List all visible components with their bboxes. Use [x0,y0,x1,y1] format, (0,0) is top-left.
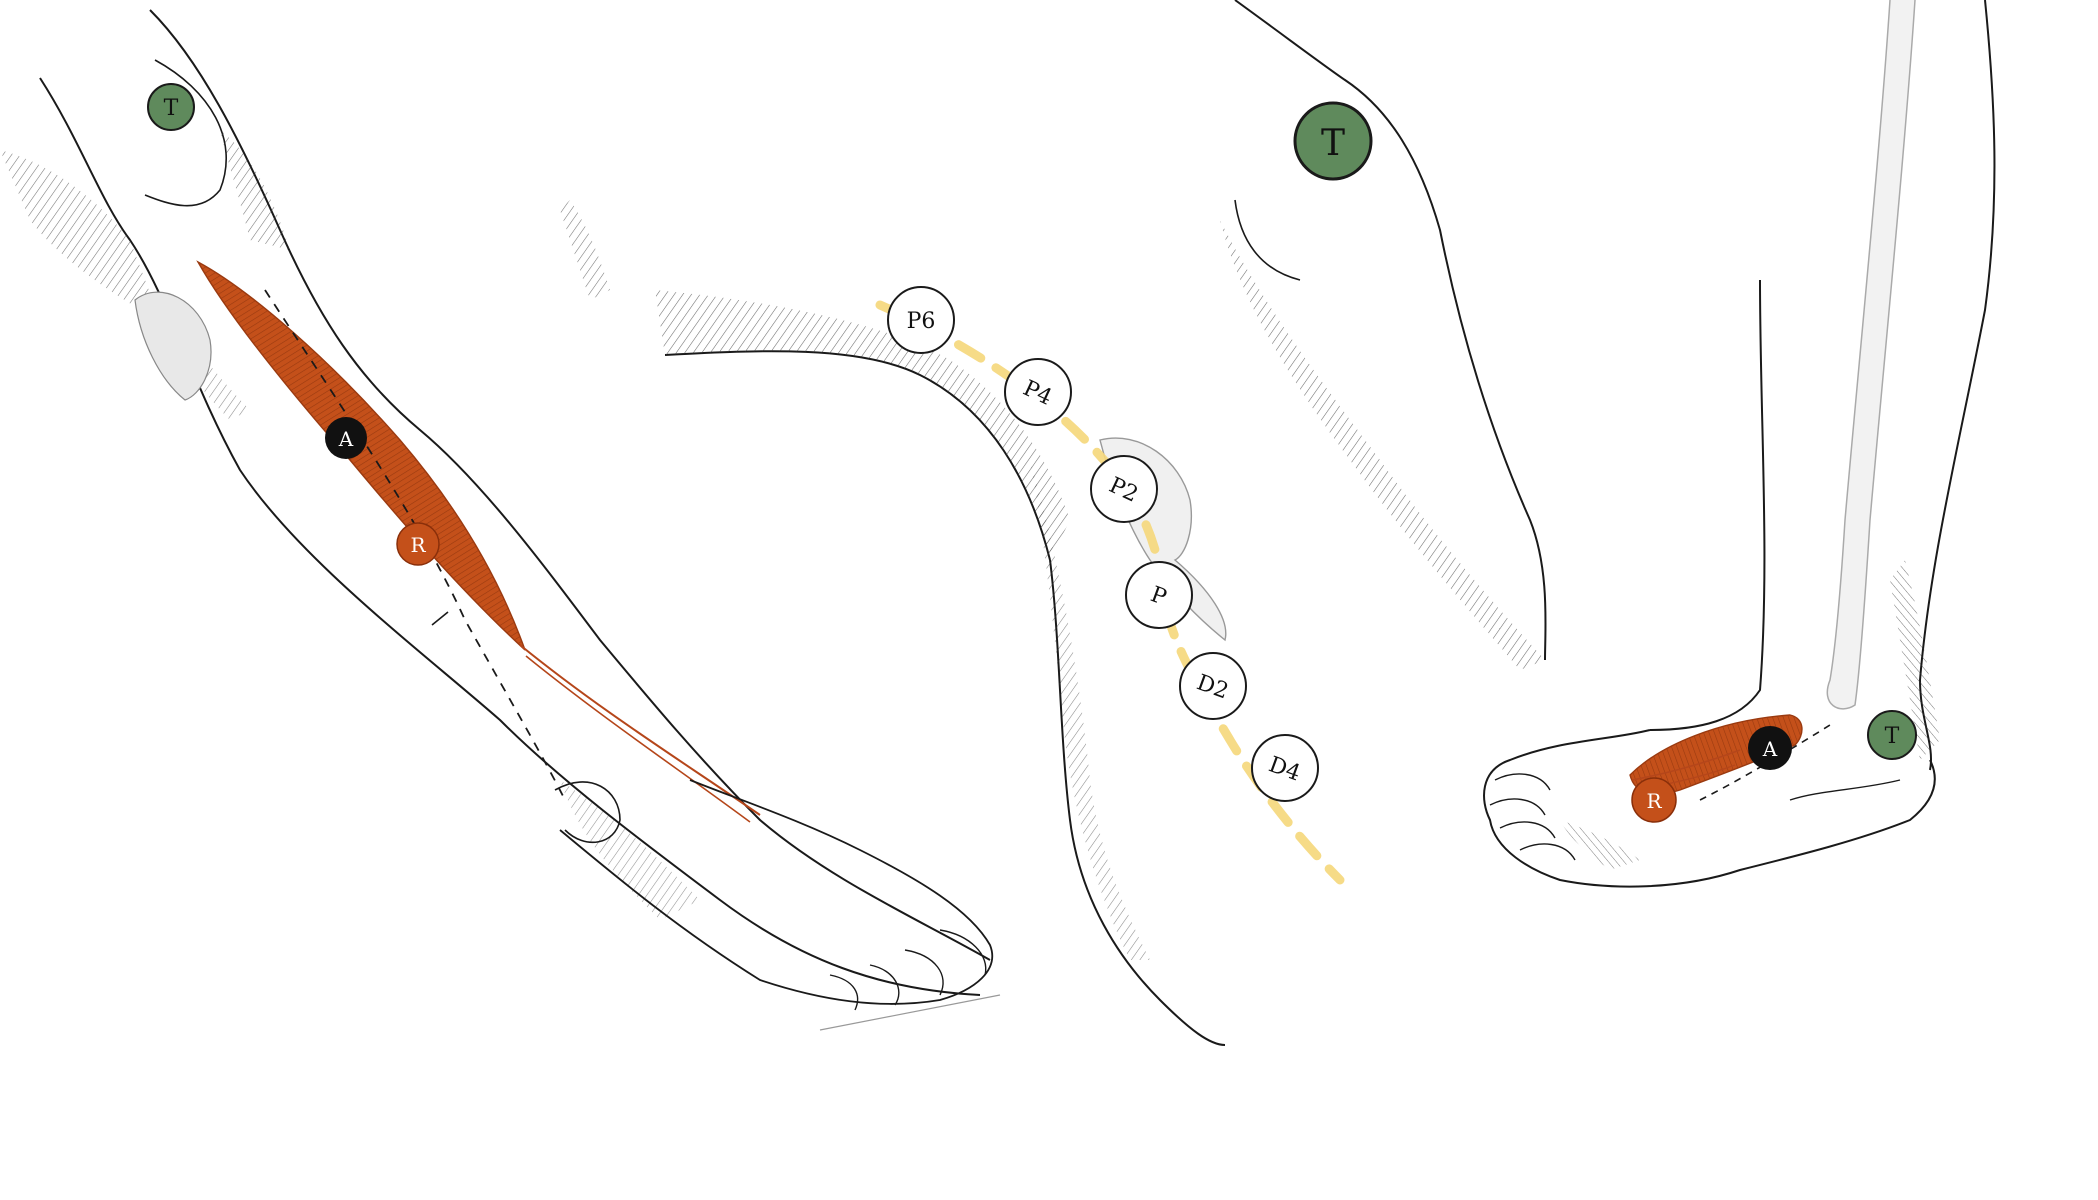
svg-text:T: T [1321,123,1345,164]
leg-front-knee-curve [144,59,228,207]
leg-front-outline-inner [149,9,991,961]
leg-front-muscle [196,260,526,651]
leg-front-outline-outer [39,77,981,996]
tibia-bone [1826,0,1916,710]
leg-front-figure: T A R [0,9,1001,1031]
foot-toe-1 [1494,773,1551,791]
leg-front-shade-4 [560,780,700,920]
leg-front-patella [134,291,212,401]
svg-text:T: T [1885,724,1900,749]
shin-shade [1890,560,1940,760]
thigh-marker-T: T [1293,101,1373,181]
leg-front-tick [431,611,449,626]
foot-shade [1560,820,1640,870]
foot-side-figure: T A R [1483,0,1996,888]
leg-front-tendon-2 [525,655,751,823]
leg-front-shade-1 [0,150,160,320]
svg-text:A: A [338,427,354,451]
meridian-point-P2: P2 [1090,455,1158,523]
leg-front-marker-T: T [147,83,195,131]
svg-text:T: T [164,96,179,121]
shin-outline-right [1918,0,1996,771]
foot-toe-3 [1499,821,1556,839]
leg-front-foot-outline [559,779,993,1005]
leg-front-shade-2 [220,130,290,250]
svg-text:R: R [410,533,426,557]
leg-front-toe-3 [869,964,900,1006]
foot-toe-2 [1489,798,1546,816]
foot-toe-4 [1519,843,1576,861]
leg-front-marker-R: R [396,522,440,566]
meridian-point-P6: P6 [887,286,955,354]
svg-text:A: A [1762,737,1778,761]
meridian-point-D2: D2 [1179,652,1247,720]
svg-text:P6: P6 [907,309,936,334]
shin-outline-left [1649,279,1766,731]
leg-front-dashed-line [264,289,566,801]
thigh-shade-lower [1030,460,1150,960]
foot-marker-A: A [1748,726,1792,770]
foot-muscle-tendon-1 [1631,749,1741,781]
svg-text:R: R [1646,789,1662,813]
thigh-right-inner [1234,199,1301,281]
leg-front-toe-1 [939,929,987,976]
leg-front-marker-A: A [325,417,367,459]
foot-heel [1789,779,1901,801]
thigh-knee-figure: T P6 P4 P2 P D2 D4 [560,0,1547,1046]
leg-front-tendon-1 [519,644,761,816]
leg-front-ankle [554,781,621,844]
foot-dashed-line [1699,724,1831,801]
thigh-shade-upper [655,290,1070,560]
leg-front-toe-2 [904,949,944,996]
meridian-point-D4: D4 [1251,734,1319,802]
meridian-point-P: P [1125,561,1193,629]
thigh-right-outline [1234,0,1547,661]
leg-front-toe-4 [829,974,859,1011]
thigh-hatch-top [560,200,610,300]
leg-front-ground [819,994,1001,1031]
foot-outline [1483,729,1936,888]
thigh-right-shade [1220,220,1545,670]
foot-marker-T: T [1867,710,1917,760]
meridian-point-P4: P4 [1004,358,1072,426]
foot-marker-R: R [1631,777,1677,823]
thigh-upper-edge [664,350,1051,561]
